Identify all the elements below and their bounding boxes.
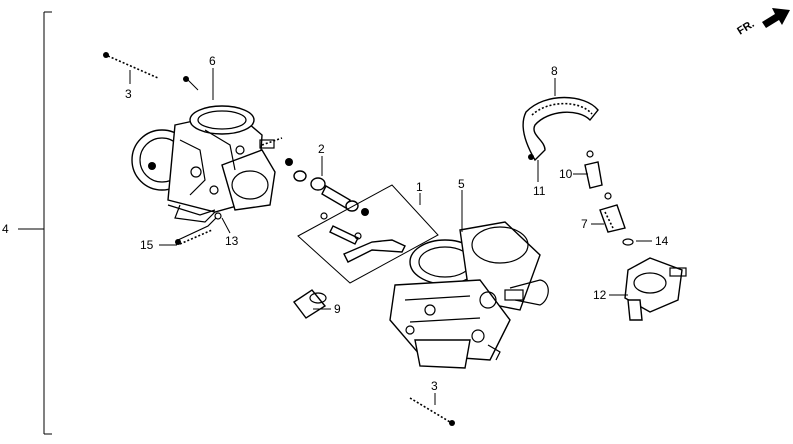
- part-short-hose: [599, 192, 626, 233]
- callout-5: 5: [458, 177, 465, 191]
- front-carburetor-icon: [389, 221, 549, 369]
- leader-lines: [129, 68, 652, 405]
- callout-9: 9: [334, 302, 341, 316]
- rear-carburetor-icon: [131, 76, 283, 223]
- part-valve: [624, 257, 687, 321]
- callout-7: 7: [581, 217, 588, 231]
- callout-3-bottom: 3: [431, 379, 438, 393]
- callout-12: 12: [593, 288, 607, 302]
- callout-numbers: 4 3 6 2 1 5 8 11 10 7 14 12 15 13 9 3: [2, 54, 669, 393]
- direction-label: FR.: [735, 18, 756, 38]
- callout-11: 11: [533, 184, 546, 198]
- assembly-bracket: [18, 11, 52, 435]
- callout-14: 14: [655, 234, 669, 248]
- callout-4: 4: [2, 222, 9, 236]
- callout-2: 2: [318, 142, 325, 156]
- part-fitting: [584, 150, 603, 189]
- direction-arrow-icon: FR.: [735, 8, 790, 38]
- callout-1: 1: [416, 180, 423, 194]
- part-sleeve: [292, 289, 327, 319]
- callout-6: 6: [209, 54, 216, 68]
- part-clip: [622, 238, 634, 246]
- part-hose-bend: [522, 96, 599, 162]
- callout-3-top: 3: [125, 87, 132, 101]
- part-tube-set: [297, 184, 439, 284]
- callout-15: 15: [140, 238, 154, 252]
- callout-8: 8: [551, 64, 558, 78]
- part-screw-bottom: [409, 397, 455, 426]
- callout-13: 13: [225, 234, 239, 248]
- part-screw-top: [103, 52, 159, 79]
- part-joint: [285, 158, 369, 216]
- part-small-hose: [175, 212, 222, 245]
- callout-10: 10: [559, 167, 573, 181]
